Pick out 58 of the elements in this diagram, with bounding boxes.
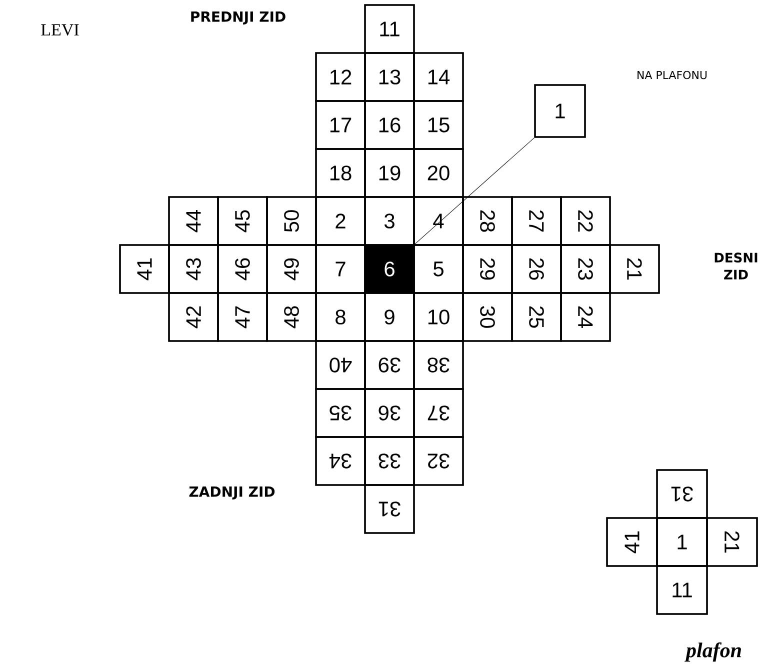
wall-label: plafon bbox=[684, 642, 741, 662]
numbered-cell: 37 bbox=[413, 388, 464, 438]
numbered-cell: 50 bbox=[266, 196, 317, 246]
numbered-cell: 40 bbox=[315, 340, 366, 390]
numbered-cell: 45 bbox=[217, 196, 268, 246]
numbered-cell: 48 bbox=[266, 292, 317, 342]
numbered-cell: 18 bbox=[315, 148, 366, 198]
numbered-cell: 17 bbox=[315, 100, 366, 150]
numbered-cell: 13 bbox=[364, 52, 415, 102]
numbered-cell: 25 bbox=[511, 292, 562, 342]
numbered-cell: 20 bbox=[413, 148, 464, 198]
numbered-cell: 34 bbox=[315, 436, 366, 486]
numbered-cell: 23 bbox=[560, 244, 611, 294]
numbered-cell: 26 bbox=[511, 244, 562, 294]
numbered-cell: 46 bbox=[217, 244, 268, 294]
numbered-cell: 1 bbox=[656, 517, 708, 567]
numbered-cell: 43 bbox=[168, 244, 219, 294]
numbered-cell: 11 bbox=[364, 4, 415, 54]
numbered-cell: 44 bbox=[168, 196, 219, 246]
wall-label: NA PLAFONU bbox=[638, 70, 707, 80]
wall-label: DESNI ZID bbox=[714, 252, 758, 280]
numbered-cell: 41 bbox=[119, 244, 170, 294]
numbered-cell: 35 bbox=[315, 388, 366, 438]
numbered-cell: 28 bbox=[462, 196, 513, 246]
numbered-cell: 8 bbox=[315, 292, 366, 342]
numbered-cell: 38 bbox=[413, 340, 464, 390]
numbered-cell: 1 bbox=[534, 84, 586, 138]
numbered-cell: 41 bbox=[606, 517, 658, 567]
numbered-cell: 30 bbox=[462, 292, 513, 342]
numbered-cell: 49 bbox=[266, 244, 317, 294]
numbered-cell: 22 bbox=[560, 196, 611, 246]
numbered-cell: 39 bbox=[364, 340, 415, 390]
numbered-cell: 33 bbox=[364, 436, 415, 486]
wall-label: ZADNJI ZID bbox=[189, 486, 275, 500]
numbered-cell: 21 bbox=[609, 244, 660, 294]
numbered-cell: 31 bbox=[364, 484, 415, 534]
numbered-cell: 9 bbox=[364, 292, 415, 342]
numbered-cell: 36 bbox=[364, 388, 415, 438]
numbered-cell: 11 bbox=[656, 565, 708, 615]
numbered-cell: 12 bbox=[315, 52, 366, 102]
numbered-cell: 42 bbox=[168, 292, 219, 342]
numbered-cell: 14 bbox=[413, 52, 464, 102]
numbered-cell: 29 bbox=[462, 244, 513, 294]
wall-label: PREDNJI ZID bbox=[191, 12, 286, 24]
numbered-cell: 21 bbox=[706, 517, 758, 567]
numbered-cell: 27 bbox=[511, 196, 562, 246]
numbered-cell: 24 bbox=[560, 292, 611, 342]
wall-label: LEVI bbox=[41, 24, 79, 36]
numbered-cell: 31 bbox=[656, 469, 708, 519]
numbered-cell: 2 bbox=[315, 196, 366, 246]
numbered-cell: 15 bbox=[413, 100, 464, 150]
numbered-cell: 16 bbox=[364, 100, 415, 150]
numbered-cell: 10 bbox=[413, 292, 464, 342]
numbered-cell: 19 bbox=[364, 148, 415, 198]
numbered-cell: 5 bbox=[413, 244, 464, 294]
numbered-cell: 32 bbox=[413, 436, 464, 486]
numbered-cell: 47 bbox=[217, 292, 268, 342]
numbered-cell: 6 bbox=[364, 244, 415, 294]
